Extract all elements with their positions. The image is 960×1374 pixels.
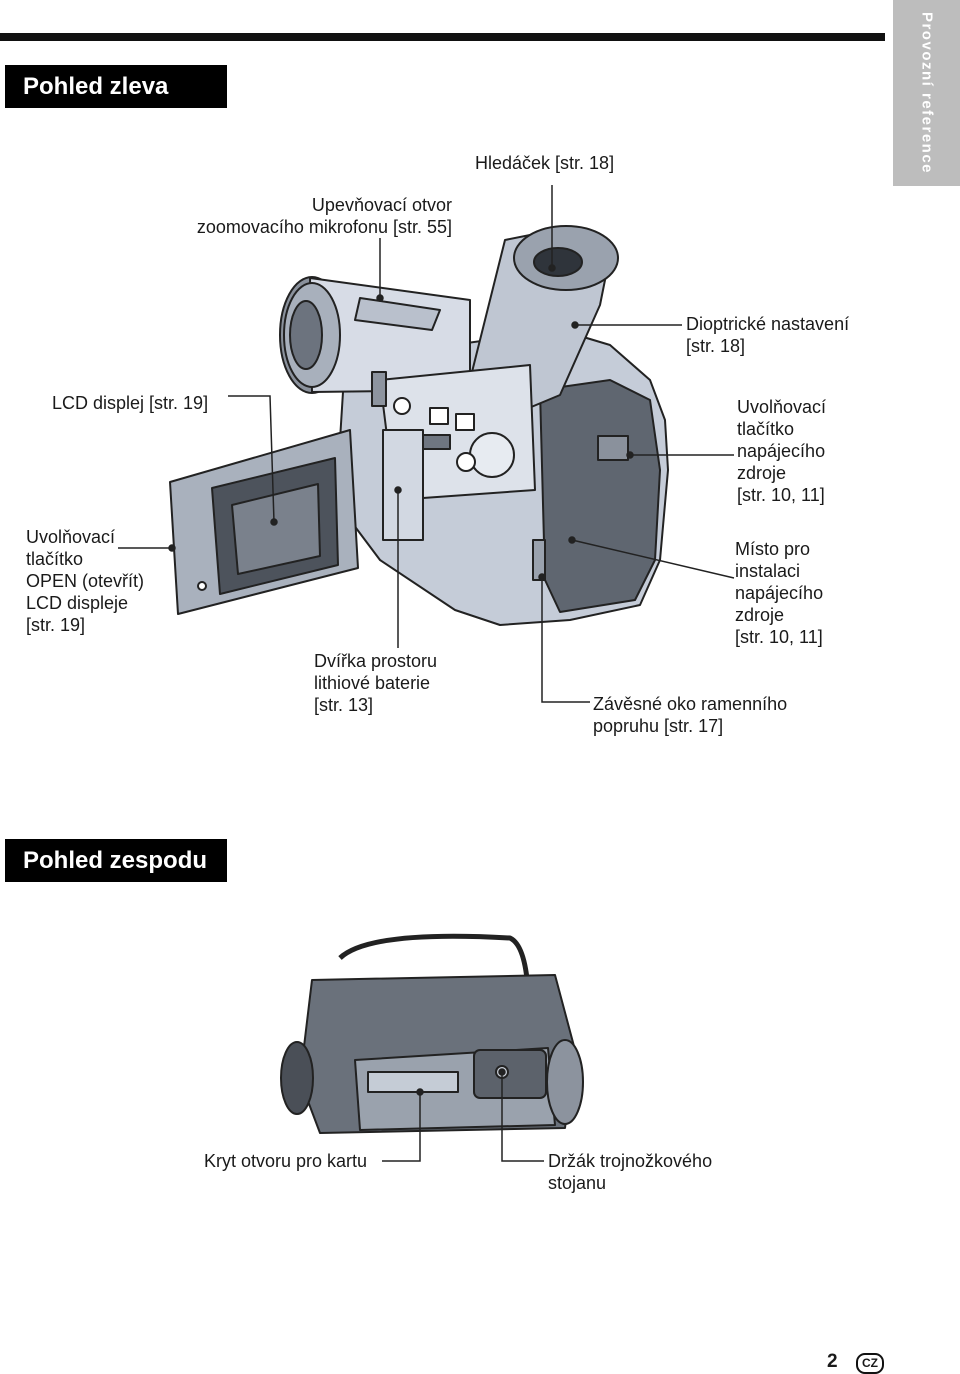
camcorder-bottom-view-illustration xyxy=(280,933,584,1134)
label-battery-door: Dvířka prostoru lithiové baterie [str. 1… xyxy=(314,651,438,715)
language-badge: CZ xyxy=(856,1353,884,1374)
label-lcd-open: Uvolňovací tlačítko OPEN (otevřít) LCD d… xyxy=(26,527,145,635)
leader-lines-bottom xyxy=(382,1068,544,1162)
camcorder-left-view-illustration xyxy=(169,225,669,626)
section-heading-bottom-view: Pohled zespodu xyxy=(5,839,227,882)
label-mic-mount: Upevňovací otvor zoomovacího mikrofonu [… xyxy=(196,195,452,237)
label-lcd-display: LCD displej [str. 19] xyxy=(52,393,209,413)
label-strap-eyelet: Závěsné oko ramenního popruhu [str. 17] xyxy=(593,694,788,736)
leader-lines-left xyxy=(118,185,735,703)
top-rule xyxy=(0,33,885,41)
label-viewfinder: Hledáček [str. 18] xyxy=(475,153,615,173)
label-power-mount: Místo pro instalaci napájecího zdroje [s… xyxy=(735,539,824,647)
label-power-release: Uvolňovací tlačítko napájecího zdroje [s… xyxy=(737,397,827,505)
section-heading-left-view: Pohled zleva xyxy=(5,65,227,108)
label-card-cover: Kryt otvoru pro kartu xyxy=(204,1151,368,1171)
label-diopter: Dioptrické nastavení [str. 18] xyxy=(686,314,850,356)
page-number: 2 xyxy=(827,1351,838,1372)
side-tab: Provozní reference xyxy=(893,0,960,186)
label-tripod-mount: Držák trojnožkového stojanu xyxy=(548,1151,713,1193)
